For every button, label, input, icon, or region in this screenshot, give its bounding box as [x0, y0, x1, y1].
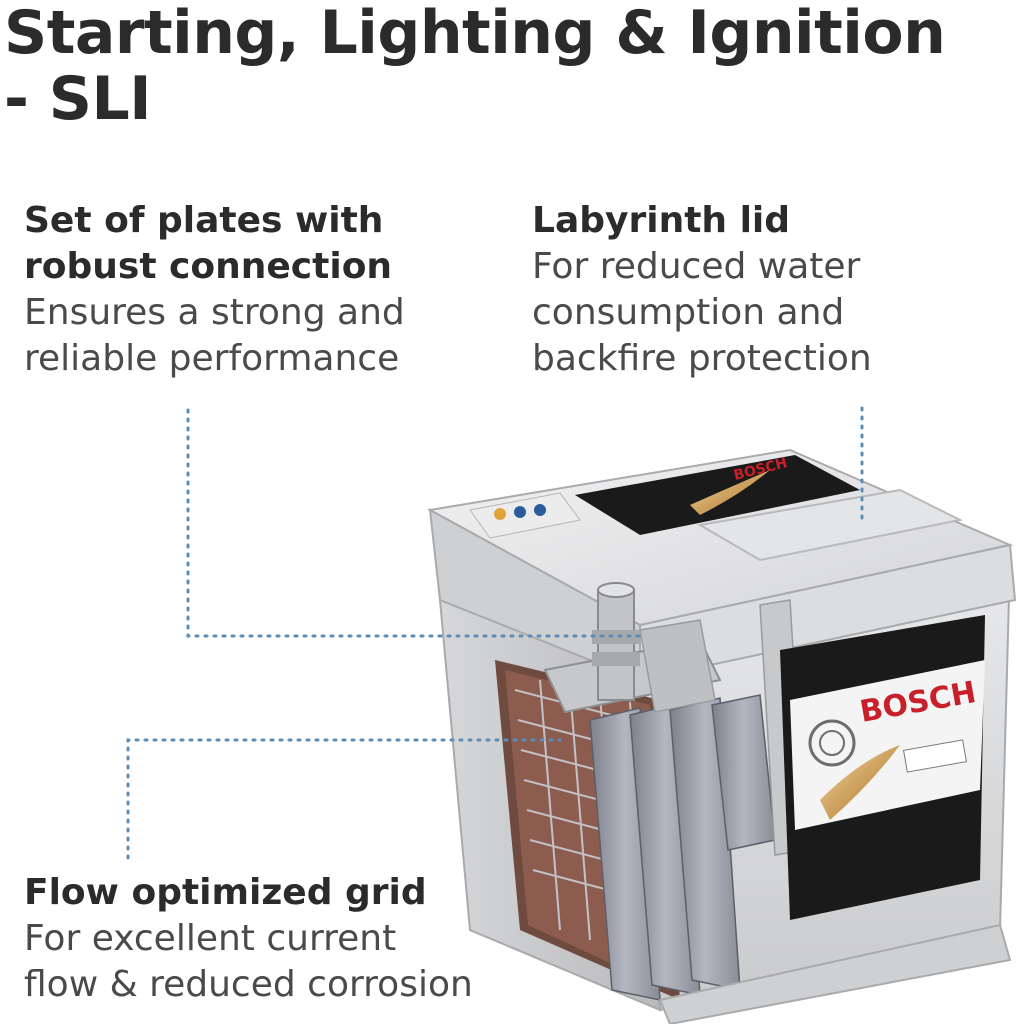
title-line-2: - SLI — [4, 64, 152, 134]
callout-grid: Flow optimized grid For excellent curren… — [24, 870, 584, 1008]
leader-grid — [126, 738, 562, 860]
callout-plates-description: Ensures a strong and reliable performanc… — [24, 292, 405, 379]
callout-grid-description: For excellent current flow & reduced cor… — [24, 918, 473, 1005]
terminal-post — [592, 582, 640, 701]
callout-lid-description: For reduced water consumption and backfi… — [532, 246, 872, 379]
leader-plates — [186, 408, 642, 638]
callout-grid-heading: Flow optimized grid — [24, 872, 427, 913]
page-title: Starting, Lighting & Ignition - SLI — [4, 0, 946, 134]
callout-lid-heading: Labyrinth lid — [532, 200, 791, 241]
brand-emblem-icon — [808, 719, 856, 767]
callout-lid: Labyrinth lid For reduced water consumpt… — [532, 198, 1012, 382]
callout-plates-heading: Set of plates with robust connection — [24, 200, 393, 287]
title-line-1: Starting, Lighting & Ignition — [4, 0, 946, 68]
front-label: BOSCH — [780, 615, 985, 920]
callout-plates: Set of plates with robust connection Ens… — [24, 198, 494, 382]
lid-info-sticker — [469, 492, 581, 539]
